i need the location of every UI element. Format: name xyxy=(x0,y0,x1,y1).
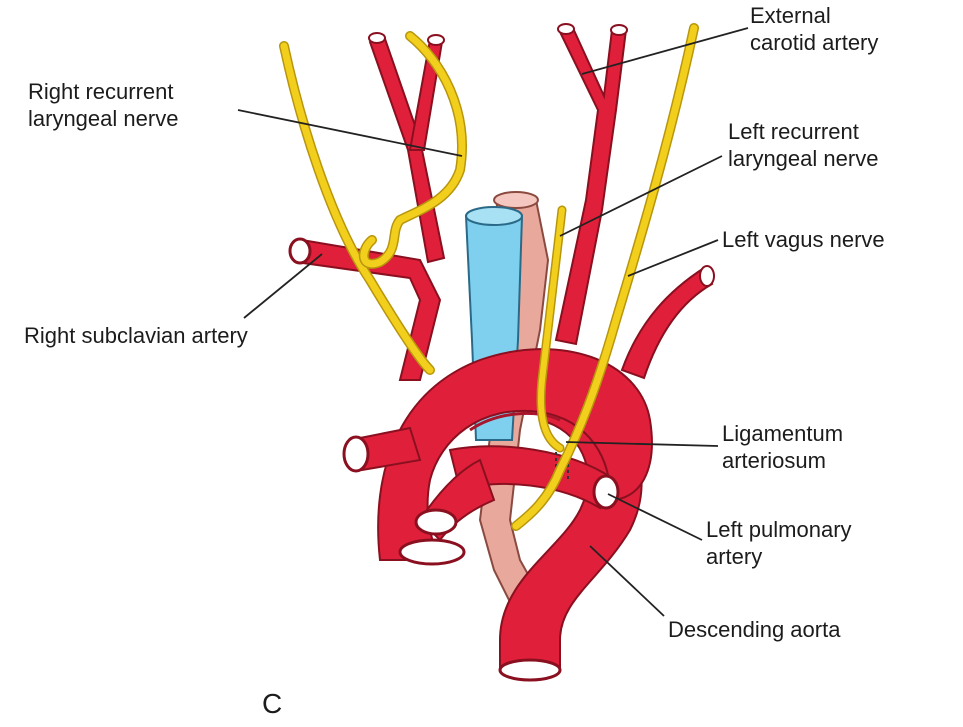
label-left-pulmonary-artery: Left pulmonary artery xyxy=(706,517,852,569)
leader-descending-aorta xyxy=(589,545,665,617)
label-ligamentum-arteriosum: Ligamentum arteriosum xyxy=(722,421,844,473)
panel-letter: C xyxy=(262,688,283,719)
label-left-recurrent-laryngeal-nerve: Left recurrent laryngeal nerve xyxy=(728,119,879,171)
leader-left-pulmonary xyxy=(607,493,703,541)
right-recurrent-laryngeal-nerve xyxy=(358,31,467,269)
right-vagus-nerve xyxy=(279,41,435,375)
leader-external-carotid xyxy=(581,27,749,75)
label-descending-aorta: Descending aorta xyxy=(668,617,841,642)
left-vagus-nerve xyxy=(511,23,699,531)
left-subclavian-artery xyxy=(620,265,715,380)
left-carotid-artery xyxy=(554,23,628,346)
label-left-vagus-nerve: Left vagus nerve xyxy=(722,227,885,252)
leader-right-subclavian xyxy=(243,253,323,319)
aortic-arch xyxy=(377,348,653,561)
leader-lines xyxy=(237,27,749,617)
leader-left-vagus xyxy=(627,239,719,277)
leader-right-recurrent xyxy=(237,109,463,157)
label-right-recurrent-laryngeal-nerve: Right recurrent laryngeal nerve xyxy=(28,79,179,131)
pulmonary-trunk xyxy=(342,426,620,566)
leader-ligamentum xyxy=(565,441,719,447)
left-recurrent-laryngeal-nerve xyxy=(536,205,567,453)
label-right-subclavian-artery: Right subclavian artery xyxy=(24,323,248,348)
label-external-carotid-artery: External carotid artery xyxy=(750,3,879,55)
leader-left-recurrent xyxy=(559,155,723,237)
